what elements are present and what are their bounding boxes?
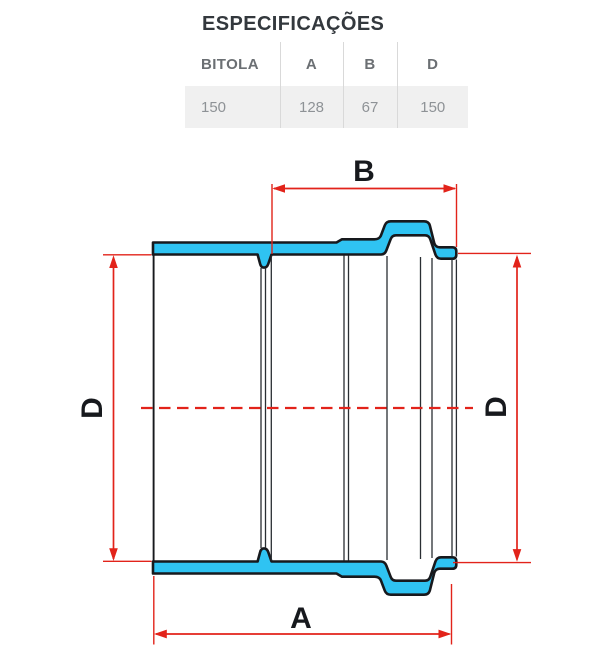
dimension-b: B (271, 155, 458, 254)
cell-d-value: 150 (397, 86, 468, 128)
cell-a-value: 128 (280, 86, 344, 128)
dimension-d-left-label: D (76, 397, 109, 419)
dimension-d-right-label: D (480, 396, 513, 418)
dimension-d-right: D (453, 252, 531, 564)
arrow-right-icon (443, 184, 457, 193)
page-title: ESPECIFICAÇÕES (202, 13, 385, 35)
column-header-bitola: BITOLA (185, 42, 281, 86)
cell-b-value: 67 (343, 86, 398, 128)
dimension-b-label: B (353, 155, 375, 188)
cell-bitola-value: 150 (185, 86, 281, 128)
dimension-d-left: D (76, 254, 152, 562)
arrow-down-icon (512, 549, 522, 562)
column-header-a: A (280, 42, 344, 86)
fitting-technical-drawing: B A D D (76, 155, 531, 645)
column-header-b: B (343, 42, 398, 86)
arrow-down-icon (109, 548, 118, 561)
arrow-left-icon (272, 184, 285, 193)
arrow-left-icon (154, 629, 167, 639)
table-row: 150 128 67 150 (185, 86, 468, 128)
table-header-row: BITOLA A B D (185, 42, 468, 86)
fitting-wall-bottom (151, 547, 458, 597)
dimension-a-label: A (290, 602, 312, 635)
dimension-a: A (153, 576, 453, 645)
specs-table: BITOLA A B D 150 128 67 150 (185, 42, 468, 128)
arrow-right-icon (438, 629, 452, 639)
arrow-up-icon (512, 254, 522, 268)
arrow-up-icon (109, 255, 118, 268)
fitting-wall-top (151, 220, 458, 269)
column-header-d: D (397, 42, 468, 86)
